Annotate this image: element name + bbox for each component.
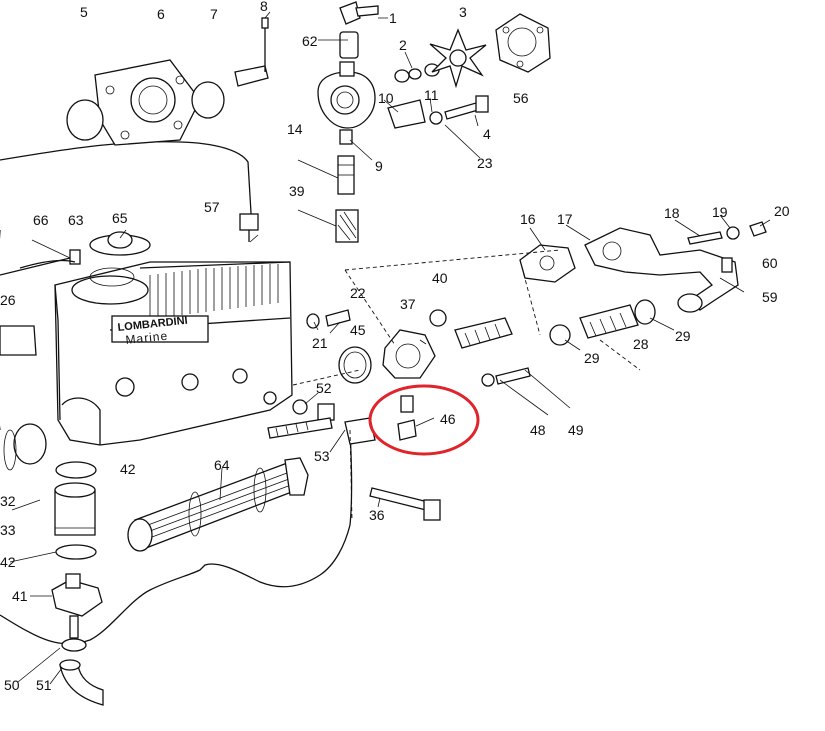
guide-lines bbox=[292, 249, 641, 521]
label-part-8: 8 bbox=[260, 0, 268, 14]
label-part-52: 52 bbox=[316, 380, 332, 396]
label-part-7: 7 bbox=[210, 6, 218, 22]
label-part-20: 20 bbox=[774, 203, 790, 219]
label-part-57: 57 bbox=[204, 199, 220, 215]
label-part-29b: 29 bbox=[675, 328, 691, 344]
label-part-17: 17 bbox=[557, 211, 573, 227]
label-part-46: 46 bbox=[440, 411, 456, 427]
brand-line2: Marine bbox=[125, 329, 169, 347]
label-part-33: 33 bbox=[0, 522, 16, 538]
label-part-1: 1 bbox=[389, 10, 397, 26]
engine-block: LOMBARDINI Marine bbox=[0, 141, 353, 645]
label-part-9: 9 bbox=[375, 158, 383, 174]
label-part-66: 66 bbox=[33, 212, 49, 228]
label-part-32: 32 bbox=[0, 493, 16, 509]
label-part-22: 22 bbox=[350, 285, 366, 301]
label-part-18: 18 bbox=[664, 205, 680, 221]
water-pump bbox=[317, 1, 440, 243]
label-part-42b: 42 bbox=[0, 554, 16, 570]
label-part-29a: 29 bbox=[584, 350, 600, 366]
label-part-40: 40 bbox=[432, 270, 448, 286]
impeller bbox=[429, 28, 487, 89]
label-part-5: 5 bbox=[80, 4, 88, 20]
filler-cap bbox=[19, 213, 259, 269]
drain-plug bbox=[397, 395, 417, 441]
pump-bolt bbox=[429, 95, 489, 125]
fittings bbox=[267, 399, 441, 521]
label-part-36: 36 bbox=[369, 507, 385, 523]
label-part-50: 50 bbox=[4, 677, 20, 693]
label-part-6: 6 bbox=[157, 6, 165, 22]
part-labels: 1 2 3 4 5 6 7 8 9 10 11 14 16 17 18 19 2… bbox=[0, 0, 790, 693]
label-part-37: 37 bbox=[400, 296, 416, 312]
label-part-62: 62 bbox=[302, 33, 318, 49]
pump-cover-plate bbox=[495, 13, 551, 73]
label-part-63: 63 bbox=[68, 212, 84, 228]
label-part-2: 2 bbox=[399, 37, 407, 53]
label-part-45: 45 bbox=[350, 322, 366, 338]
label-part-59: 59 bbox=[762, 289, 778, 305]
temperature-sender bbox=[234, 17, 269, 87]
label-part-3: 3 bbox=[459, 4, 467, 20]
label-part-14: 14 bbox=[287, 121, 303, 137]
label-part-39: 39 bbox=[289, 183, 305, 199]
label-part-56: 56 bbox=[513, 90, 529, 106]
label-part-10: 10 bbox=[378, 90, 394, 106]
brand-plate bbox=[111, 315, 209, 343]
label-part-19: 19 bbox=[712, 204, 728, 220]
label-part-23: 23 bbox=[477, 155, 493, 171]
label-part-51: 51 bbox=[36, 677, 52, 693]
label-part-41: 41 bbox=[12, 588, 28, 604]
hoses-and-clamps bbox=[306, 299, 656, 387]
label-part-48: 48 bbox=[530, 422, 546, 438]
label-part-65: 65 bbox=[112, 210, 128, 226]
leader-lines bbox=[9, 11, 771, 685]
label-part-64: 64 bbox=[214, 457, 230, 473]
exhaust-elbow bbox=[519, 221, 767, 313]
label-part-53: 53 bbox=[314, 448, 330, 464]
label-part-11: 11 bbox=[424, 87, 439, 103]
label-part-16: 16 bbox=[520, 211, 536, 227]
label-part-21: 21 bbox=[312, 335, 328, 351]
label-part-26: 26 bbox=[0, 292, 16, 308]
cooling-fins bbox=[149, 264, 279, 320]
label-part-49: 49 bbox=[568, 422, 584, 438]
label-part-28: 28 bbox=[633, 336, 649, 352]
label-part-4: 4 bbox=[483, 126, 491, 142]
left-hose-parts bbox=[0, 325, 104, 706]
coolant-housing bbox=[66, 59, 225, 146]
label-part-42a: 42 bbox=[120, 461, 136, 477]
label-part-60: 60 bbox=[762, 255, 778, 271]
highlight-circle bbox=[368, 384, 480, 456]
heat-exchanger bbox=[127, 457, 309, 552]
